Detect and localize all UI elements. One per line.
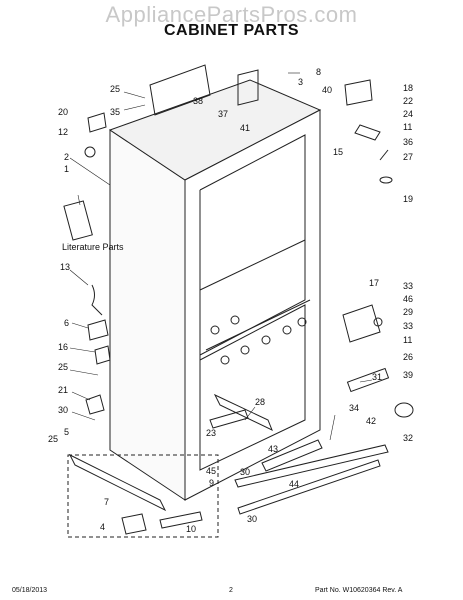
callout-2: 2 <box>64 152 69 162</box>
callout-18: 18 <box>403 83 413 93</box>
callout-5: 5 <box>64 427 69 437</box>
callout-labels: 1 2 3 4 5 6 7 8 9 10 11 11 12 13 15 16 1… <box>48 67 413 534</box>
callout-46: 46 <box>403 294 413 304</box>
lower-rails <box>68 393 389 515</box>
callout-13: 13 <box>60 262 70 272</box>
callout-17: 17 <box>369 278 379 288</box>
callout-30c: 30 <box>247 514 257 524</box>
clamp <box>87 319 109 341</box>
callout-25a: 25 <box>110 84 120 94</box>
cabinet-body <box>108 79 322 501</box>
callout-8: 8 <box>316 67 321 77</box>
callout-3: 3 <box>298 77 303 87</box>
callout-4: 4 <box>100 522 105 532</box>
callout-36: 36 <box>403 137 413 147</box>
install-group-outline <box>67 454 219 538</box>
callout-33a: 33 <box>403 281 413 291</box>
callout-9: 9 <box>209 478 214 488</box>
callout-6: 6 <box>64 318 69 328</box>
callout-41: 41 <box>240 123 250 133</box>
callout-42: 42 <box>366 416 376 426</box>
callout-15: 15 <box>333 147 343 157</box>
literature-label: Literature Parts <box>62 242 124 252</box>
page-title: CABINET PARTS <box>163 22 300 39</box>
callout-30b: 30 <box>240 467 250 477</box>
callout-44: 44 <box>289 479 299 489</box>
watermark: AppliancePartsPros.com <box>105 2 358 27</box>
callout-33b: 33 <box>403 321 413 331</box>
callout-39: 39 <box>403 370 413 380</box>
callout-12: 12 <box>58 127 68 137</box>
callout-16: 16 <box>58 342 68 352</box>
hinge-parts <box>344 79 393 184</box>
callout-10: 10 <box>186 524 196 534</box>
mid-hinge-assembly <box>342 304 414 418</box>
callout-31: 31 <box>372 372 382 382</box>
callout-24: 24 <box>403 109 413 119</box>
callout-21: 21 <box>58 385 68 395</box>
callout-30a: 30 <box>58 405 68 415</box>
callout-22: 22 <box>403 96 413 106</box>
callout-25c: 25 <box>48 434 58 444</box>
callout-11b: 11 <box>403 335 412 345</box>
rear-top-panel <box>149 64 259 116</box>
literature-booklet <box>63 200 93 241</box>
leg-bracket <box>159 511 203 529</box>
callout-7: 7 <box>104 497 109 507</box>
callout-40: 40 <box>322 85 332 95</box>
callout-25b: 25 <box>58 362 68 372</box>
callout-45: 45 <box>206 466 216 476</box>
callout-37: 37 <box>218 109 228 119</box>
tube-clip <box>94 345 111 365</box>
callout-26: 26 <box>403 352 413 362</box>
callout-35: 35 <box>110 107 120 117</box>
bracket <box>85 394 105 415</box>
callout-11a: 11 <box>403 122 412 132</box>
footer-page-number: 2 <box>229 587 233 594</box>
leveling-foot <box>121 513 147 535</box>
callout-19: 19 <box>403 194 413 204</box>
callout-43: 43 <box>268 444 278 454</box>
callout-34: 34 <box>349 403 359 413</box>
grommet <box>84 146 96 158</box>
callout-23: 23 <box>206 428 216 438</box>
callout-28: 28 <box>255 397 265 407</box>
callout-29: 29 <box>403 307 413 317</box>
water-tube <box>91 284 103 316</box>
callout-27: 27 <box>403 152 413 162</box>
footer-date: 05/18/2013 <box>12 587 48 594</box>
callout-20: 20 <box>58 107 68 117</box>
callout-38: 38 <box>193 96 203 106</box>
side-bracket <box>87 112 107 133</box>
callout-1: 1 <box>64 164 69 174</box>
callout-32: 32 <box>403 433 413 443</box>
footer-part-number: Part No. W10620364 Rev. A <box>315 587 403 594</box>
